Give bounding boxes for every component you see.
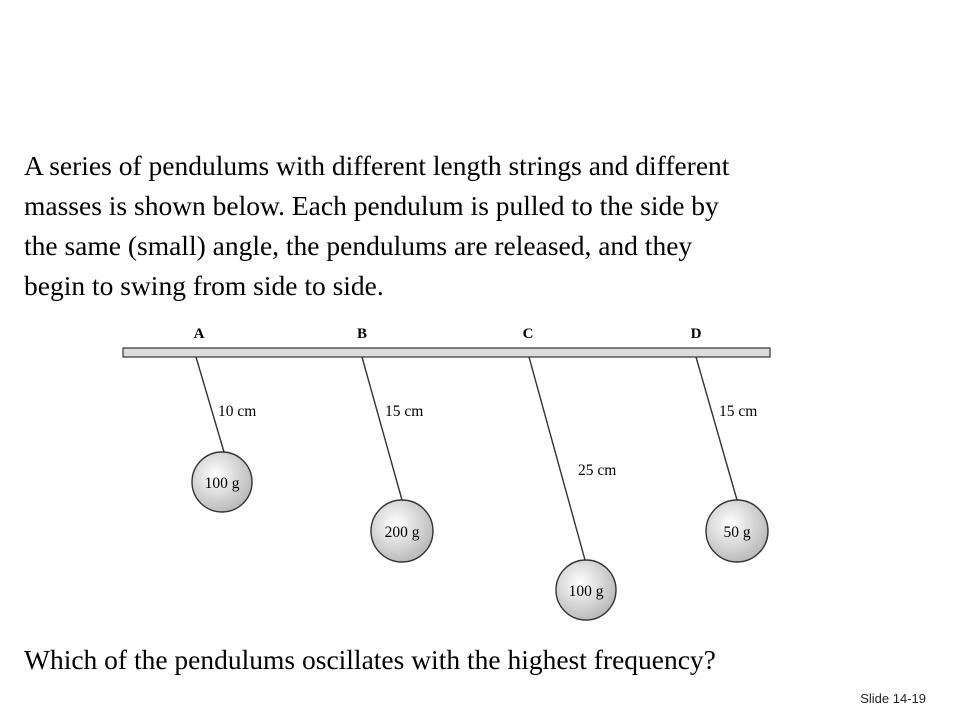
mass-label-b: 200 g <box>385 524 420 541</box>
intro-line: begin to swing from side to side. <box>24 270 384 301</box>
pendulum-string-a <box>195 356 225 453</box>
intro-line: A series of pendulums with different len… <box>24 150 730 181</box>
pendulum-label-d: D <box>691 326 702 342</box>
mass-label-c: 100 g <box>569 583 604 600</box>
length-label-a: 10 cm <box>218 403 256 420</box>
pendulum-bob-a <box>191 451 253 513</box>
pendulum-bob-d <box>705 499 769 563</box>
length-label-d: 15 cm <box>719 403 757 420</box>
intro-text: A series of pendulums with different len… <box>24 146 924 306</box>
length-label-c: 25 cm <box>578 462 616 479</box>
pendulum-bob-b <box>370 499 434 563</box>
pendulum-string-c <box>528 356 586 561</box>
intro-line: the same (small) angle, the pendulums ar… <box>24 230 693 261</box>
length-label-b: 15 cm <box>385 403 423 420</box>
pendulum-bob-c <box>555 559 617 621</box>
pendulum-label-c: C <box>523 326 534 342</box>
intro-line: masses is shown below. Each pendulum is … <box>24 190 719 221</box>
pendulum-string-b <box>361 356 403 501</box>
slide-number: Slide 14-19 <box>860 691 926 706</box>
pendulum-string-d <box>695 356 738 501</box>
pendulum-label-b: B <box>357 326 367 342</box>
pendulum-label-a: A <box>194 326 205 342</box>
question-text: Which of the pendulums oscillates with t… <box>24 644 716 675</box>
mass-label-a: 100 g <box>205 475 240 492</box>
support-bar <box>122 347 771 358</box>
mass-label-d: 50 g <box>723 524 750 541</box>
